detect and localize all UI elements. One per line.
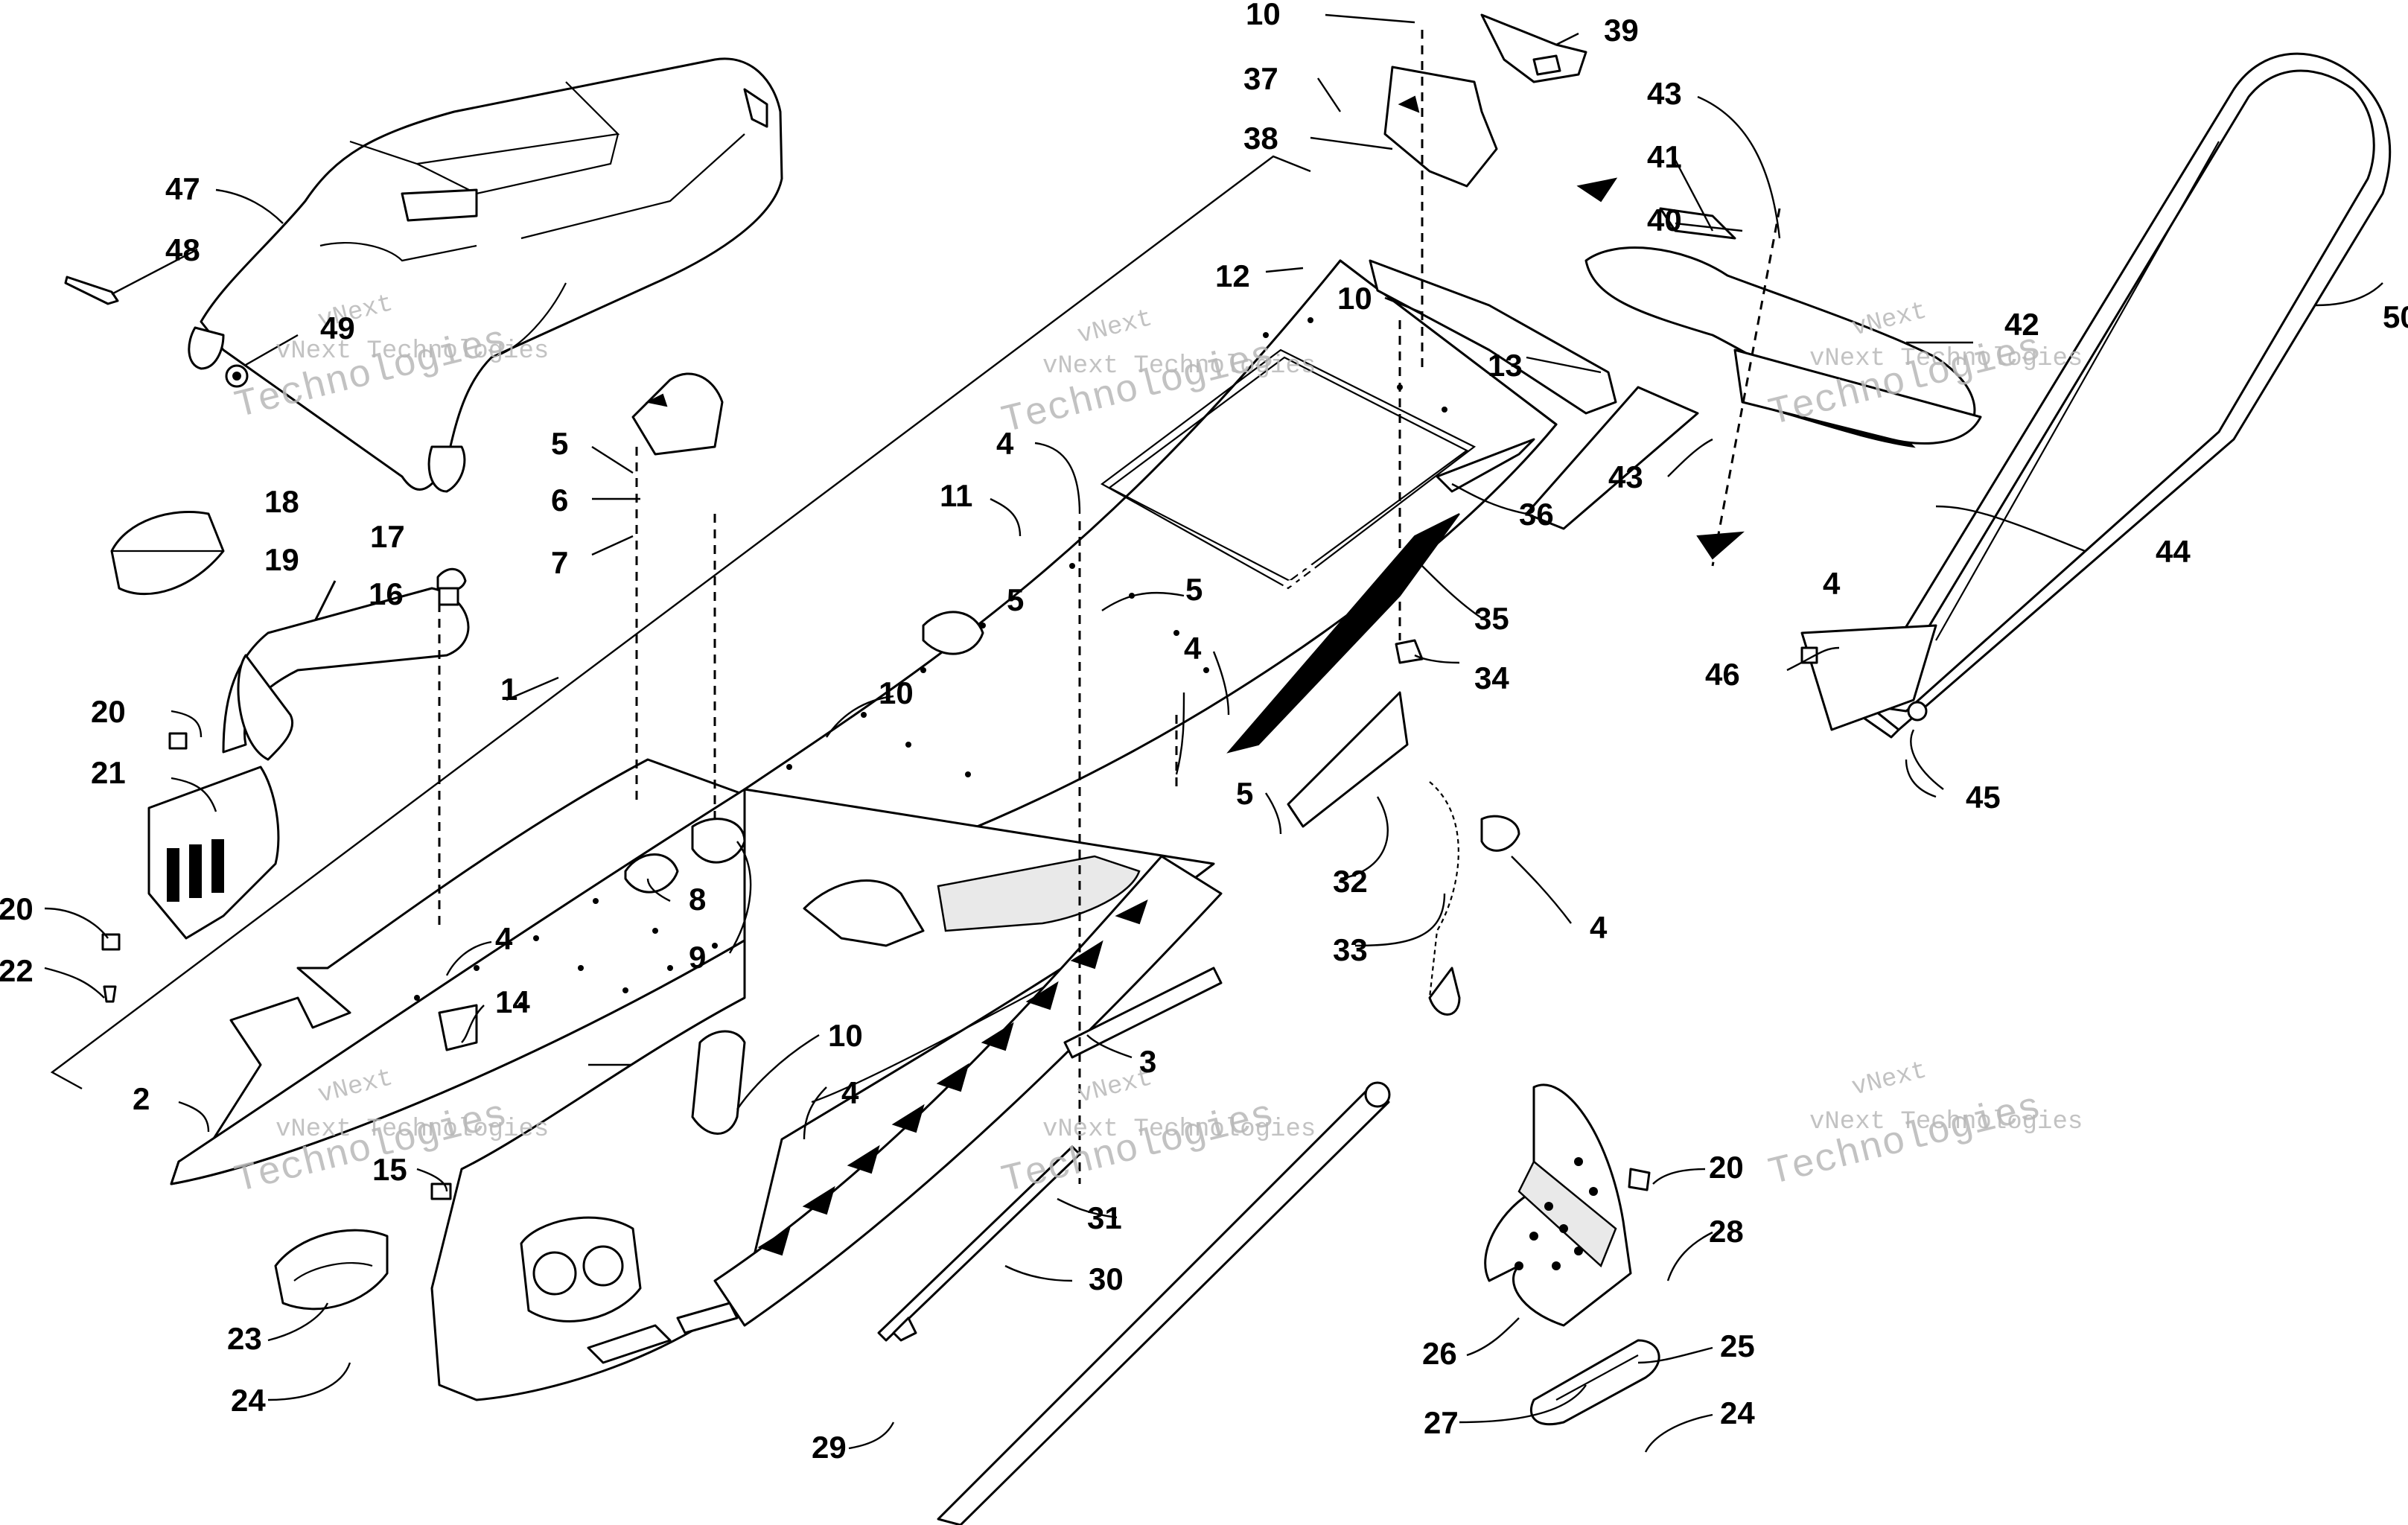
callout-label: 21 [91, 755, 126, 790]
callout-label: 20 [91, 694, 126, 729]
callout-label: 2 [133, 1081, 150, 1116]
callout-label: 32 [1333, 864, 1368, 899]
callout-label: 27 [1424, 1405, 1459, 1440]
callout-label: 14 [495, 984, 530, 1019]
callout-label: 1 [500, 672, 517, 707]
callout-label: 4 [1590, 910, 1608, 945]
callout-label: 6 [551, 483, 568, 518]
callout-label: 10 [828, 1018, 863, 1053]
callout-label: 24 [1720, 1395, 1755, 1430]
callout-label: 30 [1089, 1261, 1124, 1296]
callout-label: 13 [1488, 348, 1523, 383]
tunnel-side-ports [520, 1216, 739, 1364]
assembly-dashed-lines [438, 30, 1781, 1184]
callout-label: 20 [1709, 1150, 1744, 1185]
watermark-line2: vNext Technologies [275, 337, 549, 366]
leader-lines [44, 13, 2383, 1453]
callout-label: 46 [1705, 657, 1740, 692]
callout-label: 36 [1519, 497, 1554, 532]
callout-label: 48 [165, 232, 200, 267]
callout-label: 5 [1236, 776, 1253, 811]
watermark-line1: vNext [1849, 1057, 1929, 1103]
callout-label: 10 [879, 675, 914, 710]
watermark-line2: vNext Technologies [1042, 352, 1316, 381]
callout-label: 33 [1333, 932, 1368, 967]
callout-label: 15 [372, 1152, 407, 1187]
callout-label: 19 [264, 542, 299, 577]
callout-label: 35 [1474, 601, 1509, 636]
callout-label: 3 [1139, 1044, 1156, 1079]
callout-label: 43 [1608, 459, 1643, 494]
callout-label: 11 [940, 478, 972, 513]
watermark-line2: vNext Technologies [1809, 1108, 2083, 1136]
callout-label: 10 [1337, 281, 1372, 316]
tunnel-assembly: 8000 [170, 259, 1558, 1401]
callout-label: 22 [0, 953, 34, 988]
seat-fasteners [64, 276, 249, 388]
callout-label: 16 [369, 576, 404, 611]
callout-labels: 10 39 37 38 43 41 40 12 10 13 42 50 47 4… [0, 0, 2408, 1465]
watermark-line2: vNext Technologies [1042, 1115, 1316, 1144]
callout-label: 5 [551, 426, 568, 461]
cross-shafts [877, 1081, 1391, 1525]
callout-label: 18 [264, 484, 299, 519]
watermark-group: vNext vNext Technologies Technologies vN… [231, 290, 2083, 1203]
callout-label: 7 [551, 545, 568, 580]
rear-bumper: 137 [1800, 52, 2392, 739]
callout-label: 12 [1215, 258, 1250, 293]
watermark-line1: vNext [1074, 305, 1155, 351]
rear-grab-handle-parts [101, 510, 470, 1003]
small-hardware [274, 372, 1928, 1311]
callout-label: 4 [495, 921, 513, 956]
callout-label: 45 [1966, 780, 2001, 815]
seat-assembly: ARCTIC CAT [188, 15, 783, 493]
callout-label: 26 [1422, 1336, 1457, 1371]
watermark-line2: vNext Technologies [275, 1115, 549, 1144]
watermark-line3: Technologies [1765, 1086, 2046, 1196]
callout-label: 5 [1185, 572, 1203, 607]
callout-label: 25 [1720, 1328, 1755, 1363]
callout-label: 23 [227, 1321, 262, 1356]
callout-label: 4 [841, 1075, 859, 1110]
callout-label: 5 [1007, 582, 1024, 617]
callout-label: 4 [996, 426, 1014, 461]
callout-label: 40 [1647, 203, 1682, 238]
callout-label: 29 [812, 1430, 847, 1465]
callout-label: 4 [1184, 631, 1202, 666]
callout-label: 9 [689, 940, 706, 975]
running-board-cutouts [757, 900, 1148, 1256]
footrest-holes [1514, 1157, 1598, 1270]
callout-label: 37 [1243, 61, 1278, 96]
callout-label: 20 [0, 891, 34, 926]
callout-label: 39 [1604, 13, 1639, 48]
rear-support-brackets [1369, 13, 1617, 415]
callout-label: 47 [165, 171, 200, 206]
callout-label: 17 [370, 519, 405, 554]
watermark-line3: Technologies [998, 1093, 1279, 1203]
callout-label: 49 [320, 311, 355, 346]
callout-label: 50 [2383, 299, 2408, 334]
callout-label: 44 [2156, 534, 2191, 569]
callout-label: 31 [1087, 1200, 1122, 1235]
callout-label: 38 [1243, 121, 1278, 156]
callout-label: 8 [689, 882, 706, 917]
callout-label: 28 [1709, 1214, 1744, 1249]
callout-label: 34 [1474, 660, 1509, 695]
watermark-line2: vNext Technologies [1809, 345, 2083, 373]
callout-label: 10 [1246, 0, 1281, 31]
tail-light-flap [1525, 177, 1982, 560]
callout-label: 4 [1823, 566, 1841, 601]
callout-label: 43 [1647, 76, 1682, 111]
callout-label: 42 [2004, 307, 2039, 342]
callout-label: 24 [231, 1383, 266, 1418]
footrest-bracket [1484, 1083, 1660, 1426]
callout-label: 41 [1647, 139, 1682, 174]
